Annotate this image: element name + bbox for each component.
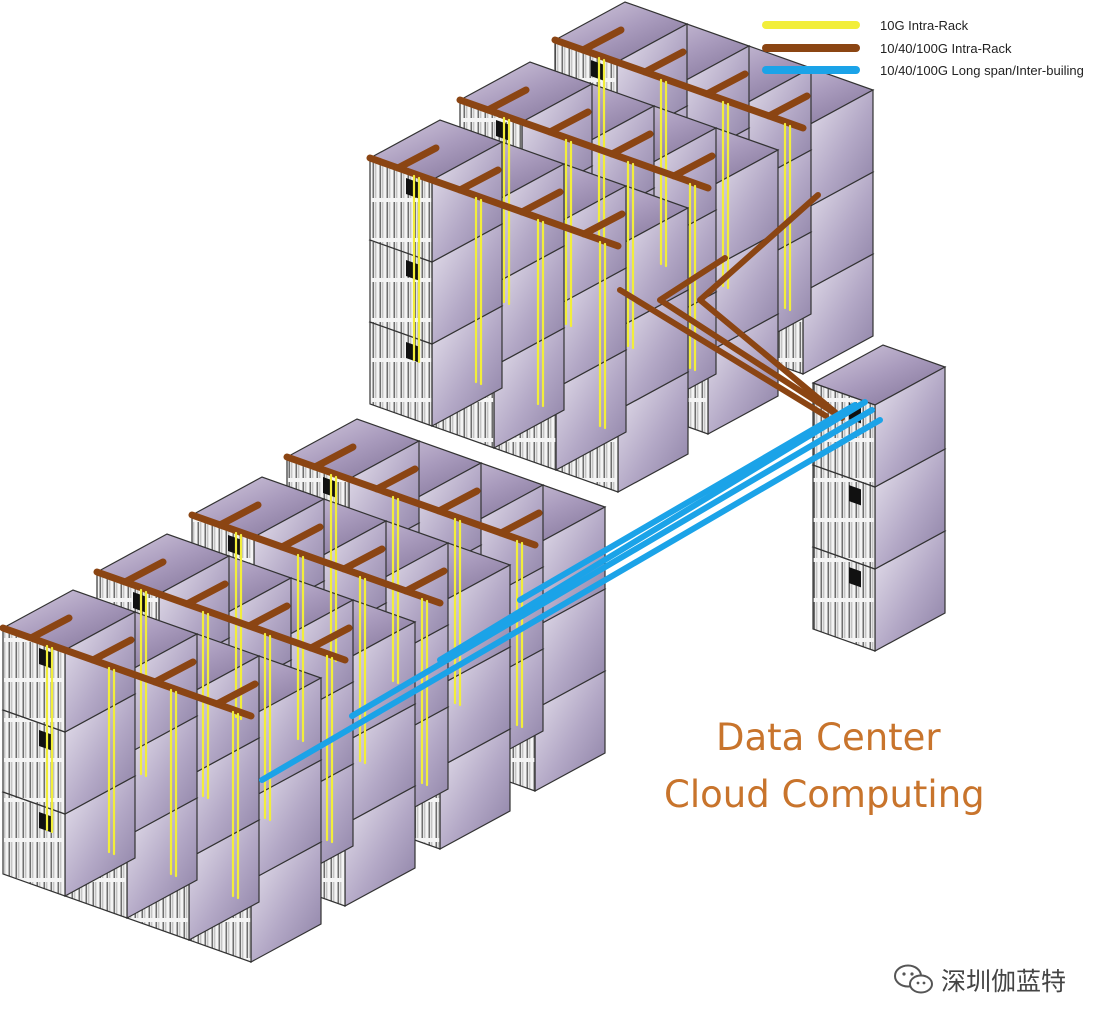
rack-port-block <box>849 567 861 588</box>
intra-rack-stub-cable <box>151 658 197 686</box>
intra-rack-stub-cable <box>340 545 386 573</box>
watermark-text: 深圳伽蓝特 <box>941 967 1067 996</box>
cables <box>0 26 883 900</box>
long-span-cable <box>349 407 875 719</box>
intra-rack-stub-cable <box>121 558 167 586</box>
remote-rack <box>811 344 947 653</box>
intra-rack-trunk-cable <box>188 511 444 607</box>
intra-rack-trunk-cable <box>551 36 807 132</box>
watermark: 深圳伽蓝特 <box>893 962 1066 998</box>
intra-rack-stub-cable <box>89 636 135 664</box>
intra-rack-stub-cable <box>278 523 324 551</box>
intra-rack-trunk-cable <box>283 453 539 549</box>
legend-label-intra-rack: 10/40/100G Intra-Rack <box>880 41 1012 56</box>
intra-rack-stub-cable <box>546 108 592 136</box>
intra-rack-stub-cable <box>213 680 259 708</box>
intra-rack-stub-cable <box>307 624 353 652</box>
title-cloud-computing: Cloud Computing <box>664 773 985 816</box>
server-racks <box>1 1 947 964</box>
intra-rack-trunk-cable <box>456 96 712 192</box>
intra-rack-stub-cable <box>703 70 749 98</box>
title-data-center: Data Center <box>716 716 941 759</box>
intra-rack-stub-cable <box>765 92 811 120</box>
intra-rack-stub-cable <box>435 487 481 515</box>
intra-rack-stub-cable <box>608 130 654 158</box>
legend-swatch-10g-intra-rack <box>762 21 860 29</box>
intra-rack-stub-cable <box>670 152 716 180</box>
intra-rack-stub-cable <box>183 580 229 608</box>
intra-rack-trunk-cable <box>0 624 255 720</box>
intra-rack-stub-cable <box>216 501 262 529</box>
intra-rack-stub-cable <box>456 166 502 194</box>
intra-rack-stub-cable <box>27 614 73 642</box>
rack-port-block <box>849 485 861 506</box>
legend-swatch-long-span <box>762 66 860 74</box>
wechat-icon <box>894 964 933 994</box>
intra-rack-stub-cable <box>497 509 543 537</box>
intra-rack-trunk-cable <box>93 568 349 664</box>
upper-rack-cluster <box>368 1 875 494</box>
long-span-cable <box>517 402 858 603</box>
long-span-cable <box>259 417 883 783</box>
intra-rack-link-cable <box>617 287 829 419</box>
intra-rack-link-cable <box>697 192 838 415</box>
legend-label-10g-intra-rack: 10G Intra-Rack <box>880 18 969 33</box>
intra-rack-stub-cable <box>580 210 626 238</box>
intra-rack-stub-cable <box>518 188 564 216</box>
intra-rack-stub-cable <box>373 465 419 493</box>
intra-rack-stub-cable <box>641 48 687 76</box>
intra-rack-stub-cable <box>245 602 291 630</box>
intra-rack-link-cable <box>657 255 845 421</box>
intra-rack-trunk-cable <box>366 154 622 250</box>
intra-rack-stub-cable <box>311 443 357 471</box>
long-span-cable <box>437 399 868 663</box>
intra-rack-stub-cable <box>484 86 530 114</box>
intra-rack-stub-cable <box>402 567 448 595</box>
legend-label-long-span: 10/40/100G Long span/Inter-builing <box>880 63 1084 78</box>
legend-swatch-intra-rack <box>762 44 860 52</box>
intra-rack-stub-cable <box>394 144 440 172</box>
intra-rack-stub-cable <box>579 26 625 54</box>
